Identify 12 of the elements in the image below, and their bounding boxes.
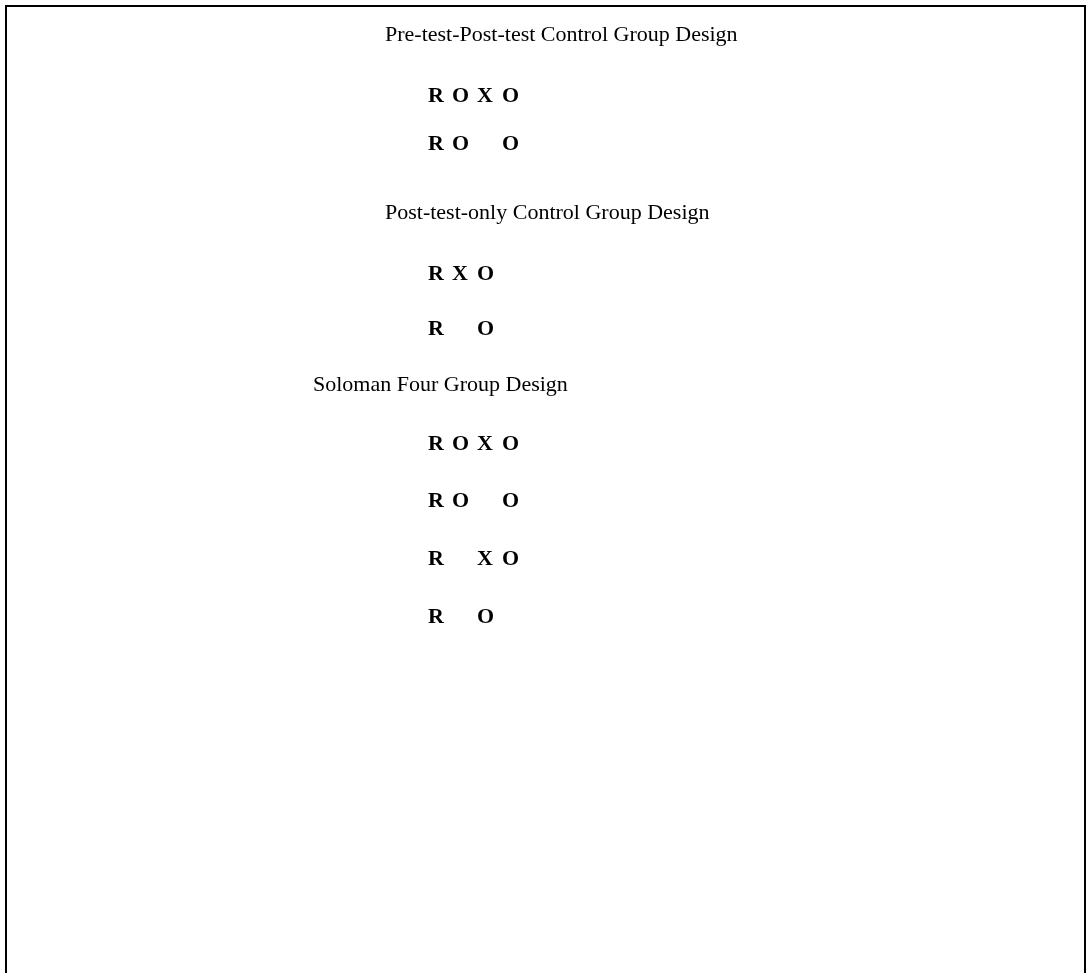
design-notation: R O O <box>428 487 521 513</box>
design-notation: R O <box>428 603 496 629</box>
design-notation: R O X O <box>428 430 521 456</box>
frame-box <box>5 5 1086 973</box>
design-heading: Soloman Four Group Design <box>313 371 568 397</box>
design-notation: R O X O <box>428 82 521 108</box>
design-heading: Pre-test-Post-test Control Group Design <box>385 21 738 47</box>
design-notation: R O O <box>428 130 521 156</box>
design-notation: R X O <box>428 545 521 571</box>
design-heading: Post-test-only Control Group Design <box>385 199 710 225</box>
design-notation: R X O <box>428 260 496 286</box>
design-notation: R O <box>428 315 496 341</box>
